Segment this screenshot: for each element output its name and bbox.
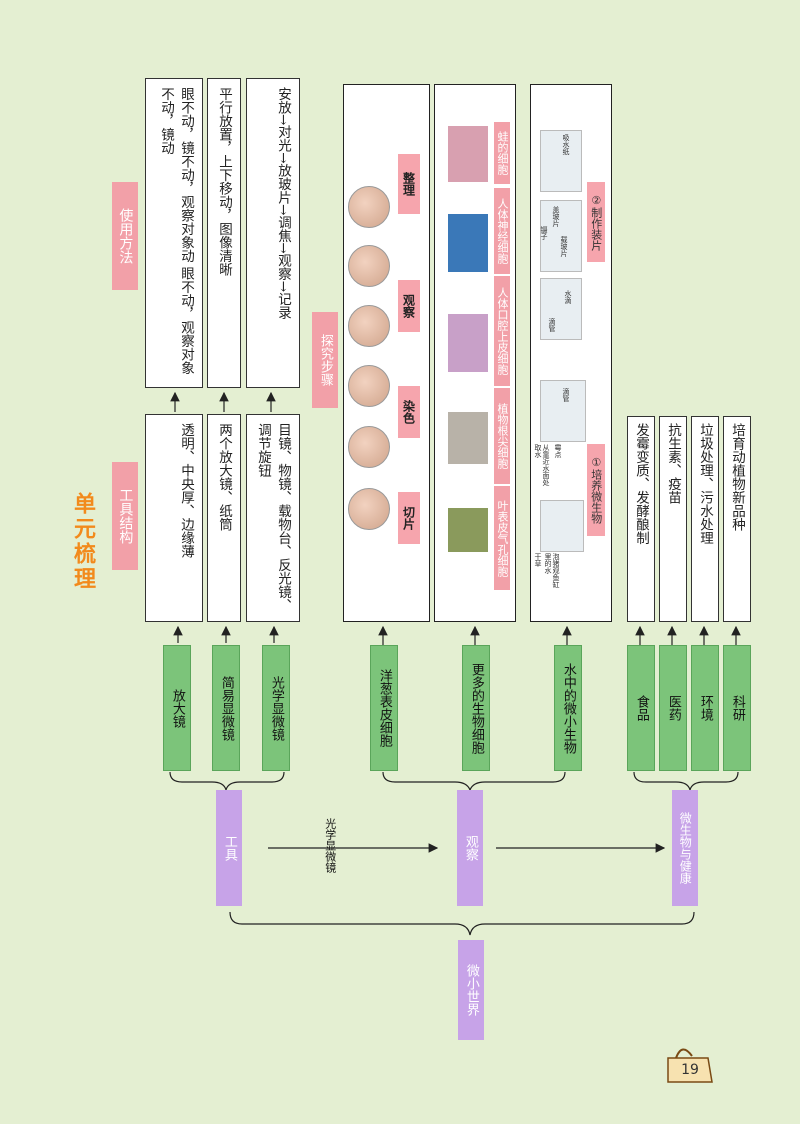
cell-caption-frog: 蛙的细胞 (494, 122, 510, 184)
branch-observe: 观察 (457, 790, 483, 906)
arrow-label: 光学显微镜 (323, 817, 337, 873)
culture-label-water: 泡猪观鱼缸里的水 (544, 553, 560, 588)
culture-label-dropper: 滴管 (562, 388, 570, 402)
step-image-dye-1 (348, 426, 390, 468)
culture-image-dropper (540, 380, 586, 442)
page-number: 19 (681, 1062, 699, 1078)
structure-simple: 两个放大镜、纸筒 (207, 414, 241, 622)
culture-label-blotting: 吸水纸 (562, 134, 570, 155)
step-cut: 切片 (398, 492, 420, 544)
branch-tool: 工具 (216, 790, 242, 906)
step-tidy: 整理 (398, 154, 420, 214)
method-simple: 平行放置，上下移动，图像清晰 (207, 78, 241, 388)
health-food: 食品 (627, 645, 655, 771)
tool-simple-microscope: 简易显微镜 (212, 645, 240, 771)
culture-label-tweezers: 镊子 (540, 226, 548, 240)
structure-header: 工具结构 (112, 462, 138, 570)
step-dye: 染色 (398, 386, 420, 438)
culture-label-slide: 载玻片 (560, 236, 568, 257)
culture-image-blotting (540, 130, 582, 192)
cell-caption-root: 植物根尖细胞 (494, 388, 510, 484)
cell-caption-stomata: 叶表皮气孔细胞 (494, 486, 510, 590)
culture-label-drop: 水滴 (564, 290, 572, 304)
structure-optical: 目镜、物镜、载物台、反光镜、调节旋钮 (246, 414, 300, 622)
step-observe: 观察 (398, 280, 420, 332)
culture-image-coverslip (540, 200, 582, 272)
page-title: 单元梳理 (70, 492, 95, 592)
branch-health: 微生物与健康 (672, 790, 698, 906)
tool-optical-microscope: 光学显微镜 (262, 645, 290, 771)
observe-onion: 洋葱表皮细胞 (370, 645, 398, 771)
culture-step-1: ①培养微生物 (587, 444, 605, 536)
health-desc-medicine: 抗生素、疫苗 (659, 416, 687, 622)
observe-water: 水中的微小生物 (554, 645, 582, 771)
health-desc-environment: 垃圾处理、污水处理 (691, 416, 719, 622)
root-node: 微小世界 (458, 940, 484, 1040)
culture-image-water-drop (540, 278, 582, 340)
method-magnifier: 眼不动，镜不动，观察对象动 眼不动，观察对象不动，镜动 (145, 78, 203, 388)
observe-cells: 更多的生物细胞 (462, 645, 490, 771)
step-image-observe-2 (348, 245, 390, 287)
tool-magnifier: 放大镜 (163, 645, 191, 771)
culture-label-near-surface: 从靠近水面处取水 (534, 444, 550, 486)
health-medicine: 医药 (659, 645, 687, 771)
culture-step-2: ②制作装片 (587, 182, 605, 262)
cell-caption-nerve: 人体神经细胞 (494, 188, 510, 274)
culture-label-coverslip: 盖玻片 (552, 206, 560, 227)
health-desc-food: 发霉变质、发酵酿制 (627, 416, 655, 622)
method-optical: 安放→对光→放玻片→调焦→观察→记录 (246, 78, 300, 388)
culture-label-dropper-2: 滴管 (548, 318, 556, 332)
health-research: 科研 (723, 645, 751, 771)
method-header: 使用方法 (112, 182, 138, 290)
step-image-cut (348, 488, 390, 530)
health-environment: 环境 (691, 645, 719, 771)
cell-image-nerve (448, 214, 488, 272)
step-image-dye-2 (348, 365, 390, 407)
culture-label-hay: 干草 (534, 553, 542, 567)
culture-image-jar (540, 500, 584, 552)
cell-caption-mouth: 人体口腔上皮细胞 (494, 276, 510, 386)
steps-header: 探究步骤 (312, 312, 338, 408)
health-desc-research: 培育动植物新品种 (723, 416, 751, 622)
cell-image-root (448, 412, 488, 464)
cell-image-stomata (448, 508, 488, 552)
step-image-tidy (348, 186, 390, 228)
step-image-observe-1 (348, 305, 390, 347)
cell-image-mouth (448, 314, 488, 372)
cell-image-frog (448, 126, 488, 182)
structure-magnifier: 透明、中央厚、边缘薄 (145, 414, 203, 622)
culture-label-mold: 霉点 (554, 444, 562, 458)
